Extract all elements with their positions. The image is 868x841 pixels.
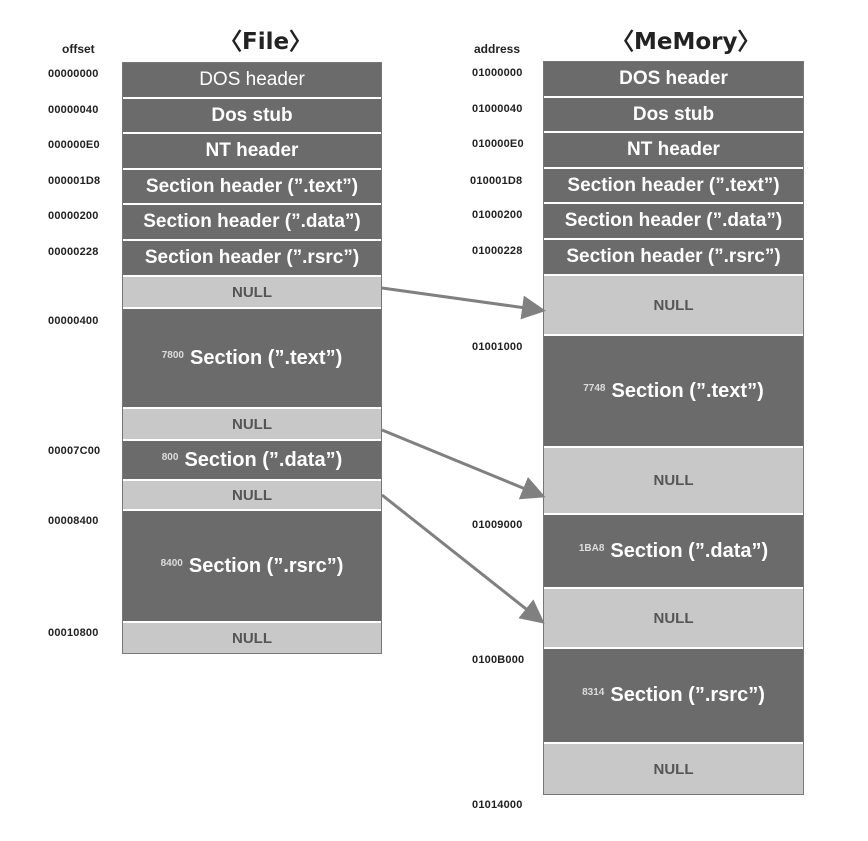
address-column-label: address [474, 42, 521, 56]
file-layout-column: DOS header Dos stub NT header Section he… [122, 62, 382, 654]
file-offset: 00000228 [48, 246, 99, 258]
section-size: 7748 [583, 382, 606, 394]
offset-column-label: offset [62, 42, 95, 56]
memory-section-text-block: 7748 Section (”.text”) [544, 336, 803, 448]
block-label: Section header (”.text”) [145, 175, 359, 197]
memory-section-header-data-block: Section header (”.data”) [544, 204, 803, 240]
file-offset: 00000040 [48, 104, 99, 116]
memory-address: 01000040 [472, 103, 523, 115]
memory-address: 01001000 [472, 341, 523, 353]
block-label: NULL [232, 415, 272, 433]
arrow-null-to-null [381, 428, 546, 500]
block-label: Section (”.rsrc”) [610, 684, 765, 706]
block-label: NULL [653, 609, 694, 627]
memory-address: 01000228 [472, 245, 523, 257]
memory-address: 01009000 [472, 519, 523, 531]
section-size: 1BA8 [578, 542, 605, 554]
memory-section-header-rsrc-block: Section header (”.rsrc”) [544, 240, 803, 276]
section-size: 7800 [161, 349, 184, 361]
block-label: Section (”.data”) [610, 539, 769, 562]
file-offset: 00008400 [48, 515, 99, 527]
section-size: 8400 [160, 557, 183, 569]
block-label: Section (”.text”) [190, 346, 343, 369]
file-offset: 00007C00 [48, 445, 101, 457]
file-section-header-data-block: Section header (”.data”) [123, 205, 381, 241]
block-label: Dos stub [632, 103, 715, 125]
file-offset: 00000200 [48, 210, 99, 222]
block-label: DOS header [619, 68, 728, 89]
memory-section-header-text-block: Section header (”.text”) [544, 169, 803, 204]
section-size: 800 [161, 451, 179, 463]
block-label: Section header (”.rsrc”) [566, 246, 781, 267]
memory-title: 〈MeMory〉 [611, 29, 761, 55]
file-null-block: NULL [123, 409, 381, 441]
memory-address: 01000000 [472, 67, 523, 79]
file-title: 〈File〉 [219, 29, 313, 55]
arrow-null-to-null [381, 493, 545, 624]
memory-dos-stub-block: Dos stub [544, 98, 803, 133]
file-section-header-rsrc-block: Section header (”.rsrc”) [123, 241, 381, 277]
memory-address: 0100B000 [472, 654, 525, 666]
memory-section-data-block: 1BA8 Section (”.data”) [544, 515, 803, 589]
file-offset: 00000400 [48, 315, 99, 327]
block-label: Section (”.rsrc”) [188, 554, 344, 577]
file-null-block: NULL [123, 277, 381, 309]
arrow-null-to-null [381, 286, 546, 320]
block-label: Section header (”.text”) [567, 174, 780, 196]
block-label: NT header [627, 139, 720, 160]
block-label: DOS header [199, 69, 305, 90]
block-label: Dos stub [211, 104, 293, 126]
memory-address: 010001D8 [470, 175, 523, 187]
memory-layout-column: DOS header Dos stub NT header Section he… [543, 61, 804, 795]
file-section-text-block: 7800 Section (”.text”) [123, 309, 381, 409]
block-label: NULL [232, 486, 272, 504]
file-null-block: NULL [123, 623, 381, 653]
memory-address: 01000200 [472, 209, 523, 221]
memory-address: 010000E0 [472, 138, 524, 150]
memory-dos-header-block: DOS header [544, 62, 803, 98]
block-label: NULL [653, 472, 694, 489]
block-label: Section header (”.data”) [564, 210, 783, 231]
memory-nt-header-block: NT header [544, 133, 803, 169]
file-section-rsrc-block: 8400 Section (”.rsrc”) [123, 511, 381, 623]
block-label: NULL [653, 760, 694, 778]
file-offset: 000000E0 [48, 139, 100, 151]
memory-null-block: NULL [544, 589, 803, 649]
block-label: Section (”.text”) [611, 379, 764, 402]
memory-address: 01014000 [472, 799, 523, 811]
memory-section-rsrc-block: 8314 Section (”.rsrc”) [544, 649, 803, 744]
file-nt-header-block: NT header [123, 134, 381, 170]
memory-null-block: NULL [544, 276, 803, 336]
file-section-header-text-block: Section header (”.text”) [123, 170, 381, 205]
block-label: NULL [232, 283, 272, 301]
file-dos-stub-block: Dos stub [123, 99, 381, 134]
file-section-data-block: 800 Section (”.data”) [123, 441, 381, 481]
block-label: Section header (”.data”) [143, 211, 361, 232]
memory-null-block: NULL [544, 744, 803, 794]
block-label: NT header [205, 140, 299, 161]
block-label: NULL [232, 629, 272, 647]
block-label: NULL [653, 296, 694, 314]
section-size: 8314 [582, 687, 605, 698]
file-null-block: NULL [123, 481, 381, 511]
file-dos-header-block: DOS header [123, 63, 381, 99]
memory-null-block: NULL [544, 448, 803, 515]
block-label: Section (”.data”) [184, 448, 343, 471]
file-offset: 00000000 [48, 68, 99, 80]
file-offset: 00010800 [48, 627, 99, 639]
block-label: Section header (”.rsrc”) [144, 247, 360, 268]
file-offset: 000001D8 [48, 175, 101, 187]
